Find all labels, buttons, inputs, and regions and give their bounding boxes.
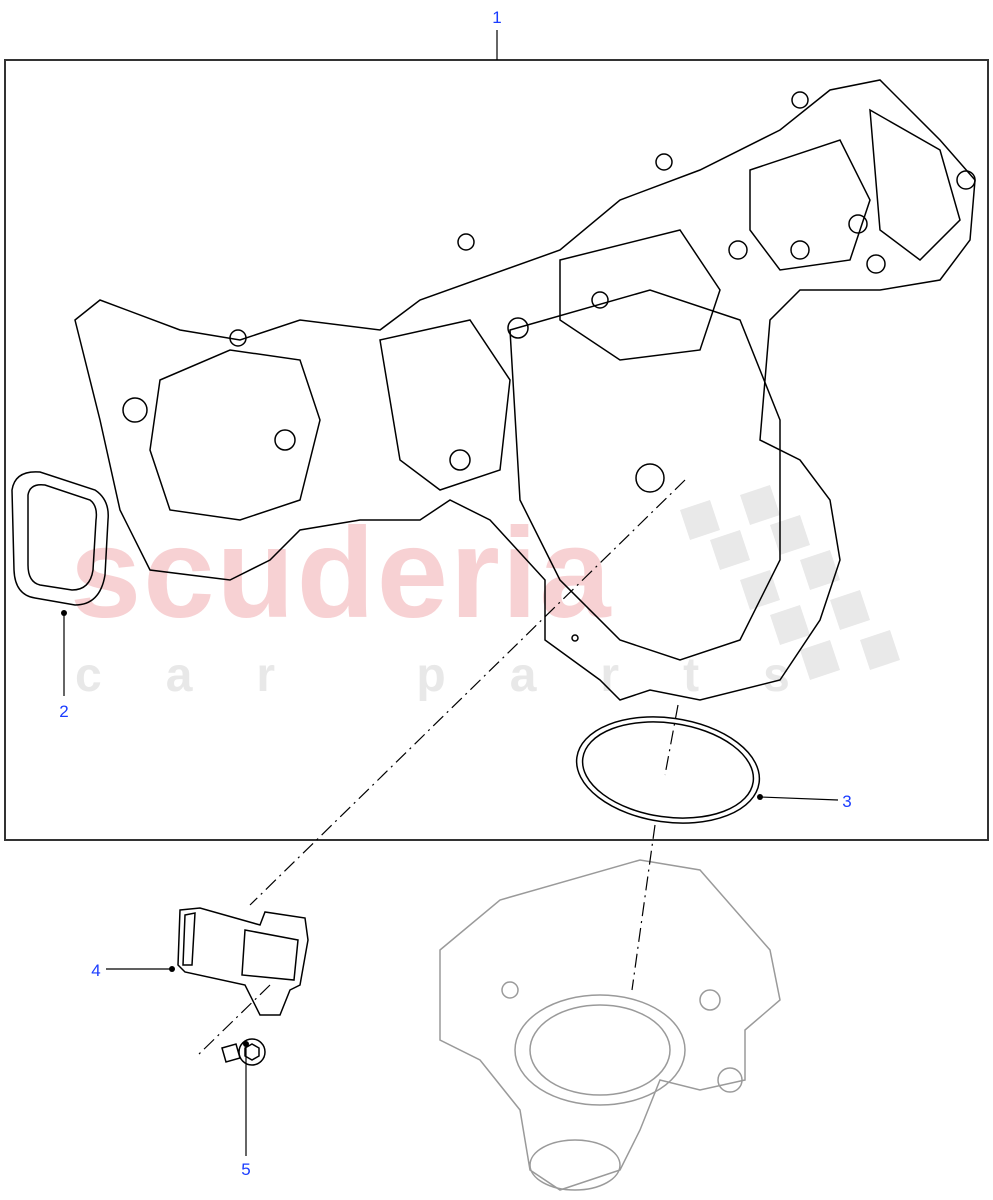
assembly-frame xyxy=(4,59,989,841)
alignment-lines xyxy=(197,479,686,1056)
gasket-part-2[interactable] xyxy=(11,471,109,606)
watermark-flag xyxy=(680,485,900,680)
callout-5[interactable]: 5 xyxy=(241,1160,251,1179)
leader-line-3 xyxy=(759,796,839,801)
callout-2[interactable]: 2 xyxy=(59,702,69,721)
leader-lines xyxy=(63,30,839,1156)
watermark-sub: car parts xyxy=(75,649,854,702)
throttle-body-reference xyxy=(439,859,781,1191)
bolt-part-5[interactable] xyxy=(221,1038,266,1066)
intake-manifold[interactable] xyxy=(74,79,976,701)
callout-3[interactable]: 3 xyxy=(842,792,852,811)
leader-dots xyxy=(61,610,763,1047)
map-sensor-part-4[interactable] xyxy=(177,907,309,1016)
callout-4[interactable]: 4 xyxy=(91,961,101,980)
watermark-brand: scuderia xyxy=(70,502,613,645)
callout-1[interactable]: 1 xyxy=(492,8,502,27)
seal-ring-part-3[interactable] xyxy=(570,706,767,835)
